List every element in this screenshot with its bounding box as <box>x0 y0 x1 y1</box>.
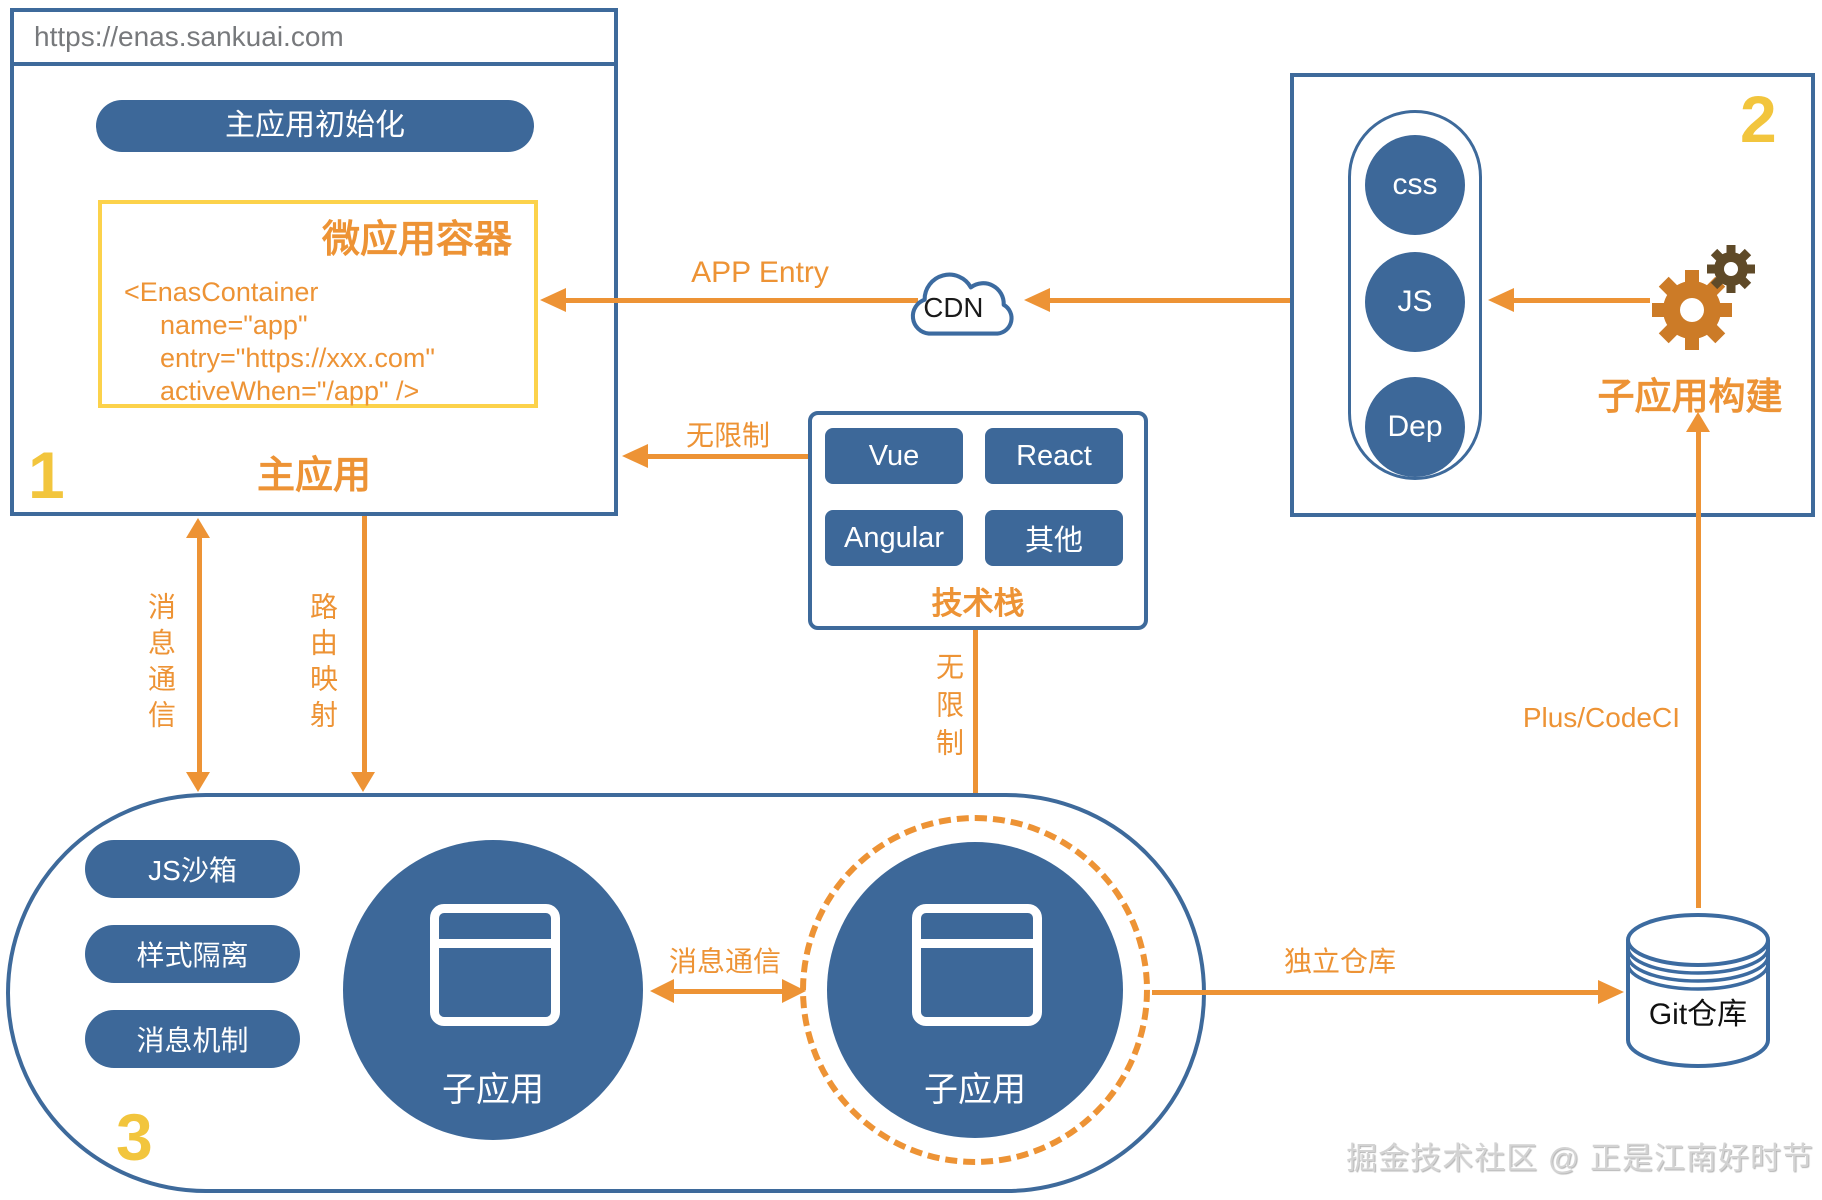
unrestricted-down-label: 无限制 <box>933 652 964 766</box>
route-mapping-label: 路由映射 <box>307 592 338 736</box>
independent-repo-label: 独立仓库 <box>1283 946 1396 977</box>
bundle-item-js: JS <box>1365 252 1465 352</box>
step-number-3: 3 <box>116 1100 153 1174</box>
cdn-label: CDN <box>923 292 983 323</box>
url-bar: https://enas.sankuai.com <box>14 12 614 66</box>
cdn-cloud-icon: CDN <box>910 272 1014 336</box>
unrestricted-down-line <box>973 630 978 794</box>
message-channel-horizontal-line <box>674 989 784 994</box>
capability-style-isolation: 样式隔离 <box>85 925 300 983</box>
sub-app-1-circle: 子应用 <box>343 840 643 1140</box>
url-text: https://enas.sankuai.com <box>34 21 344 52</box>
arrowhead-left <box>540 288 566 312</box>
sub-app-build-label: 子应用构建 <box>1597 376 1783 417</box>
sub-app-2-label: 子应用 <box>924 1071 1026 1109</box>
build-to-bundle-line <box>1514 298 1650 303</box>
capability-js-sandbox: JS沙箱 <box>85 840 300 898</box>
arrowhead-down <box>351 772 375 792</box>
arrowhead-right <box>1598 980 1624 1004</box>
unrestricted-left-label: 无限制 <box>686 420 771 451</box>
main-app-init-button: 主应用初始化 <box>96 100 534 152</box>
message-channel-horizontal-label: 消息通信 <box>668 946 781 977</box>
code-line: <EnasContainer <box>124 277 319 307</box>
tech-btn-react: React <box>985 428 1123 484</box>
step-number-2: 2 <box>1740 82 1777 156</box>
watermark: 掘金技术社区 @ 正是江南好时节 <box>1346 1141 1814 1176</box>
step-number-1: 1 <box>28 438 65 512</box>
app-entry-label: APP Entry <box>691 256 829 289</box>
git-repo-label: Git仓库 <box>1649 998 1747 1031</box>
message-channel-line <box>197 536 202 772</box>
message-channel-vertical-label: 消息通信 <box>145 592 176 736</box>
unrestricted-left-line <box>648 454 808 459</box>
plus-codeci-label: Plus/CodeCI <box>1522 702 1680 733</box>
tech-btn-other: 其他 <box>985 510 1123 566</box>
arrowhead-down <box>186 772 210 792</box>
app-entry-line <box>566 298 918 303</box>
bundle-item-css: css <box>1365 135 1465 235</box>
arrowhead-left <box>622 444 648 468</box>
window-icon-bar <box>439 939 551 948</box>
tech-btn-angular: Angular <box>825 510 963 566</box>
arrowhead-up <box>186 518 210 538</box>
sub-app-2-circle: 子应用 <box>827 842 1123 1138</box>
route-mapping-line <box>362 516 367 772</box>
code-line: entry="https://xxx.com" <box>160 343 436 373</box>
arrowhead-up <box>1686 412 1710 432</box>
capability-message-mechanism: 消息机制 <box>85 1010 300 1068</box>
git-repo-cylinder-icon: Git仓库 <box>1626 913 1770 1068</box>
arrowhead-left <box>1488 288 1514 312</box>
sub-app-2-dashed-ring <box>800 815 1150 1165</box>
arrowhead-left <box>1024 288 1050 312</box>
arrowhead-left <box>650 979 674 1003</box>
bundle-to-cdn-line <box>1050 298 1348 303</box>
window-icon <box>430 904 560 1026</box>
independent-repo-line <box>1152 990 1600 995</box>
main-app-label: 主应用 <box>256 455 371 497</box>
container-code-snippet: <EnasContainer name="app" entry="https:/… <box>124 276 435 408</box>
tech-stack-label: 技术栈 <box>931 586 1025 621</box>
bundle-item-dep: Dep <box>1365 377 1465 477</box>
gears-icon <box>1652 245 1755 350</box>
micro-app-container-box: 微应用容器 <EnasContainer name="app" entry="h… <box>98 200 538 408</box>
window-icon <box>912 904 1042 1026</box>
micro-app-container-title: 微应用容器 <box>321 219 512 261</box>
window-icon-bar <box>921 939 1033 948</box>
sub-app-1-label: 子应用 <box>442 1071 544 1109</box>
main-app-window: https://enas.sankuai.com 主应用初始化 微应用容器 <E… <box>10 8 618 516</box>
code-line: activeWhen="/app" /> <box>160 376 420 406</box>
plus-codeci-line <box>1696 431 1701 908</box>
code-line: name="app" <box>160 310 308 340</box>
tech-btn-vue: Vue <box>825 428 963 484</box>
small-gear <box>1707 245 1755 293</box>
big-gear <box>1652 270 1732 350</box>
